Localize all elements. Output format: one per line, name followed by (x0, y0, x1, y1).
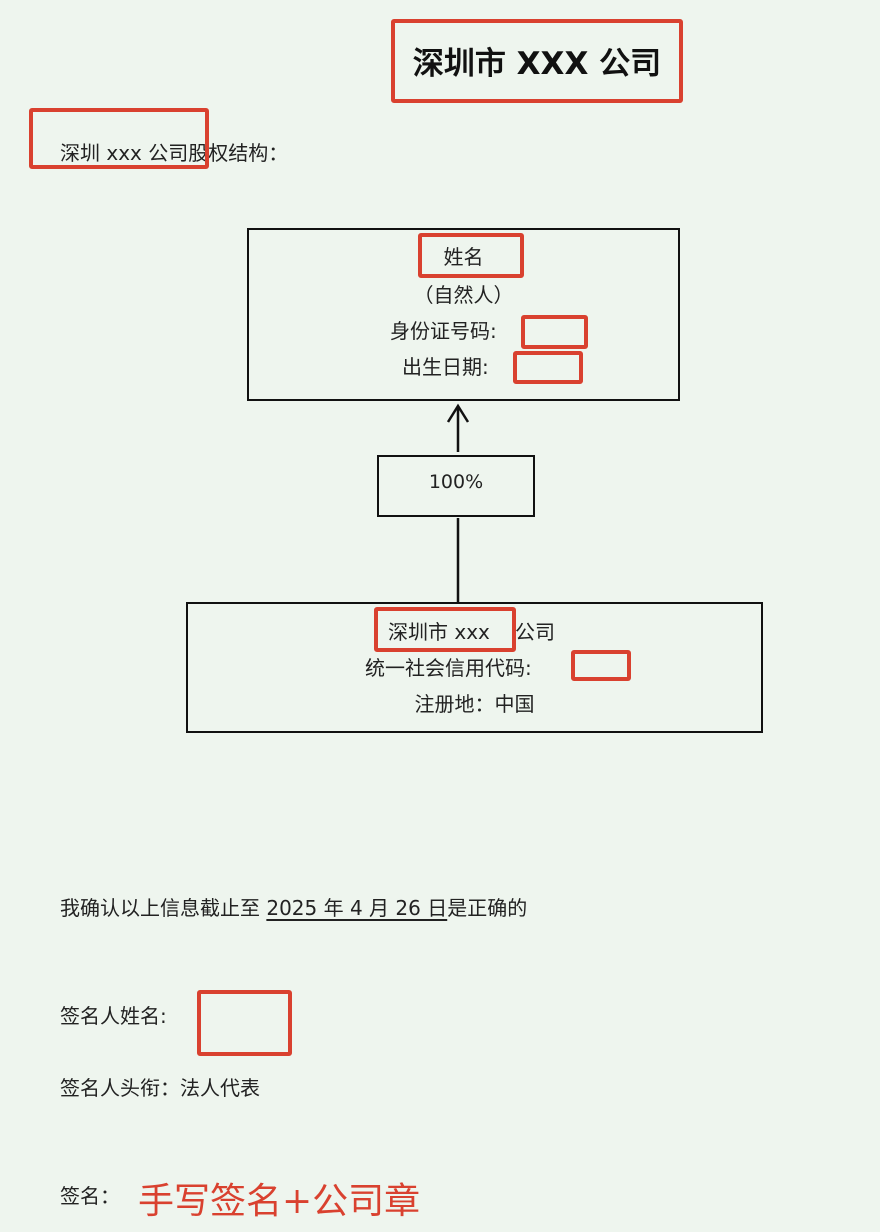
signature-note: 手写签名+公司章 (138, 1181, 421, 1222)
signer-title: 签名人头衔：法人代表 (60, 1076, 260, 1100)
shareholder-box (247, 228, 680, 401)
ownership-arrow (446, 403, 470, 603)
signature-label: 签名： (60, 1184, 120, 1208)
page-title: 深圳市 XXX 公司 (412, 46, 662, 82)
company-box (186, 602, 763, 733)
company-name-prefix: 深圳市 xxx (388, 620, 490, 644)
registered-place: 注册地：中国 (414, 692, 535, 716)
shareholder-name: 姓名 (443, 245, 484, 269)
ownership-percent-box (377, 455, 535, 517)
confirmation-statement: 我确认以上信息截止至 2025 年 4 月 26 日是正确的 (60, 892, 527, 921)
intro-company-highlight (29, 108, 209, 169)
shareholder-name-highlight (418, 233, 524, 278)
ownership-structure-heading: 深圳 xxx 公司股权结构： (60, 141, 289, 165)
ownership-percent: 100% (428, 471, 484, 493)
credit-code-field (571, 650, 631, 681)
confirmation-suffix: 是正确的 (447, 896, 528, 920)
company-name-highlight (374, 607, 516, 652)
confirmation-prefix: 我确认以上信息截止至 (60, 896, 267, 920)
confirmation-date: 2025 年 4 月 26 日 (266, 896, 448, 920)
id-number-label: 身份证号码: (390, 319, 497, 343)
title-highlight (391, 19, 683, 103)
signer-name-field (197, 990, 292, 1056)
credit-code-label: 统一社会信用代码: (365, 656, 532, 680)
birth-date-field (513, 351, 583, 384)
id-number-field (521, 315, 588, 349)
birth-date-label: 出生日期: (402, 355, 489, 379)
company-name-suffix: 公司 (515, 620, 555, 644)
signer-name-label: 签名人姓名: (60, 1004, 167, 1028)
shareholder-type: （自然人） (413, 283, 514, 307)
